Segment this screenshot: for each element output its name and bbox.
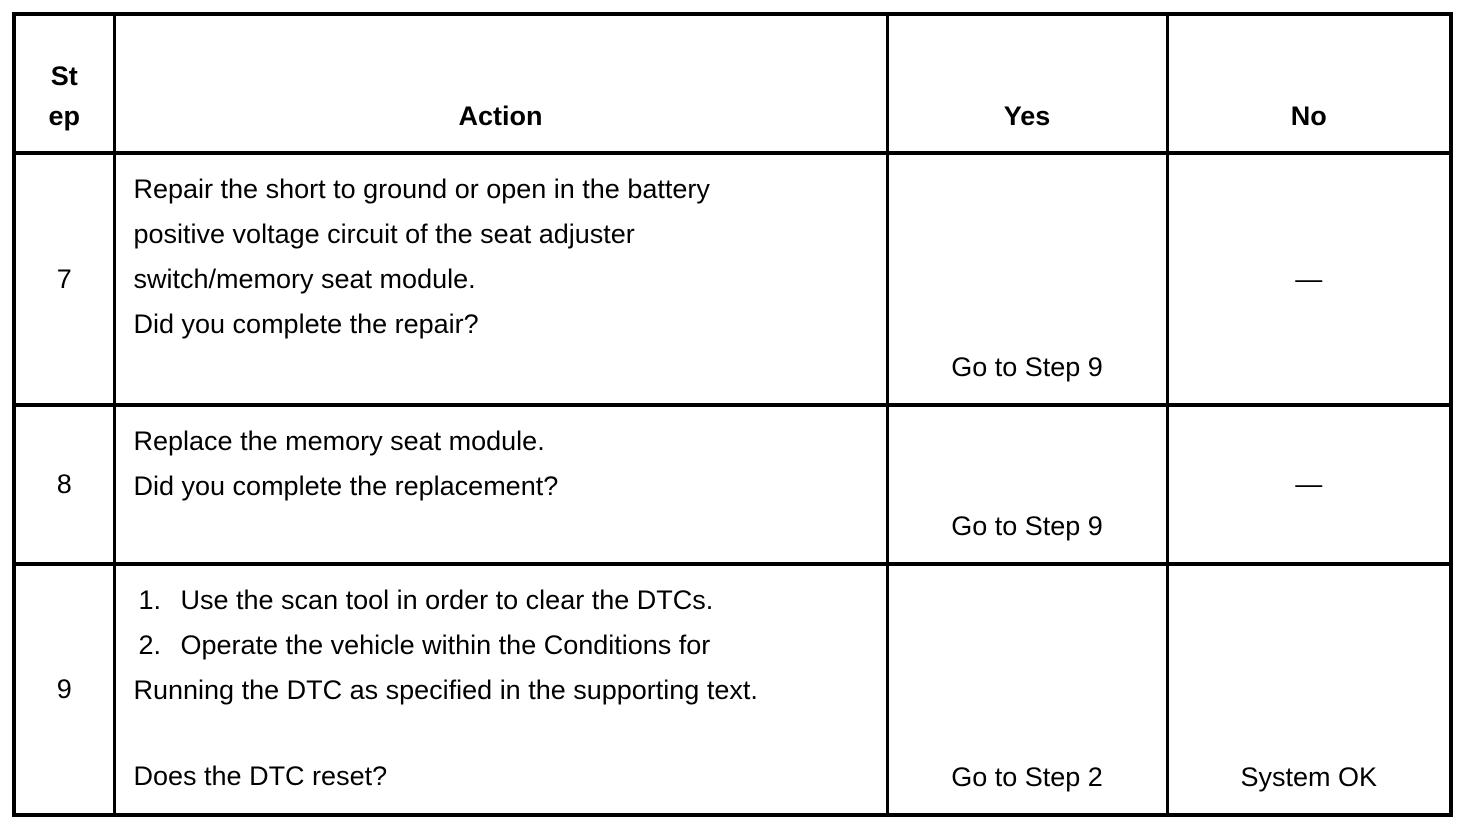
diagnostic-steps-table: St ep Action Yes No 7 Repair the short t…: [12, 12, 1453, 817]
step-number: 9: [12, 562, 116, 817]
list-item-number: 2.: [138, 630, 162, 660]
table-row-step-8: 8 Replace the memory seat module. Did yo…: [12, 403, 1453, 566]
step-column-header: St ep: [12, 12, 116, 155]
step-number: 8: [12, 403, 116, 566]
yes-result-cell: Go to Step 9: [885, 151, 1169, 407]
table-row-step-9: 9 1. Use the scan tool in order to clear…: [12, 562, 1453, 817]
yes-column-header: Yes: [885, 12, 1169, 155]
action-column-header: Action: [112, 12, 889, 155]
action-cell: Repair the short to ground or open in th…: [112, 151, 889, 407]
table-header-row: St ep Action Yes No: [12, 12, 1453, 155]
no-result-cell: —: [1165, 403, 1453, 566]
action-question: Did you complete the repair?: [133, 309, 479, 339]
yes-result-cell: Go to Step 9: [885, 403, 1169, 566]
action-line: Replace the memory seat module.: [133, 426, 545, 456]
no-column-header: No: [1165, 12, 1453, 155]
yes-result-cell: Go to Step 2: [885, 562, 1169, 817]
action-line: switch/memory seat module.: [133, 264, 476, 294]
no-result-cell: System OK: [1165, 562, 1453, 817]
list-item-number: 1.: [138, 585, 162, 615]
action-line: Operate the vehicle within the Condition…: [180, 630, 711, 660]
action-line: Running the DTC as specified in the supp…: [133, 675, 758, 705]
action-question: Did you complete the replacement?: [133, 471, 559, 501]
action-line: Repair the short to ground or open in th…: [133, 174, 710, 204]
action-cell: 1. Use the scan tool in order to clear t…: [112, 562, 889, 817]
action-cell: Replace the memory seat module. Did you …: [112, 403, 889, 566]
action-line: Use the scan tool in order to clear the …: [180, 585, 714, 615]
action-line: positive voltage circuit of the seat adj…: [133, 219, 635, 249]
action-question: Does the DTC reset?: [133, 761, 388, 791]
action-list-item: 1. Use the scan tool in order to clear t…: [134, 578, 876, 623]
no-result-cell: —: [1165, 151, 1453, 407]
action-list-item: 2. Operate the vehicle within the Condit…: [134, 623, 876, 668]
step-number: 7: [12, 151, 116, 407]
table-row-step-7: 7 Repair the short to ground or open in …: [12, 151, 1453, 407]
